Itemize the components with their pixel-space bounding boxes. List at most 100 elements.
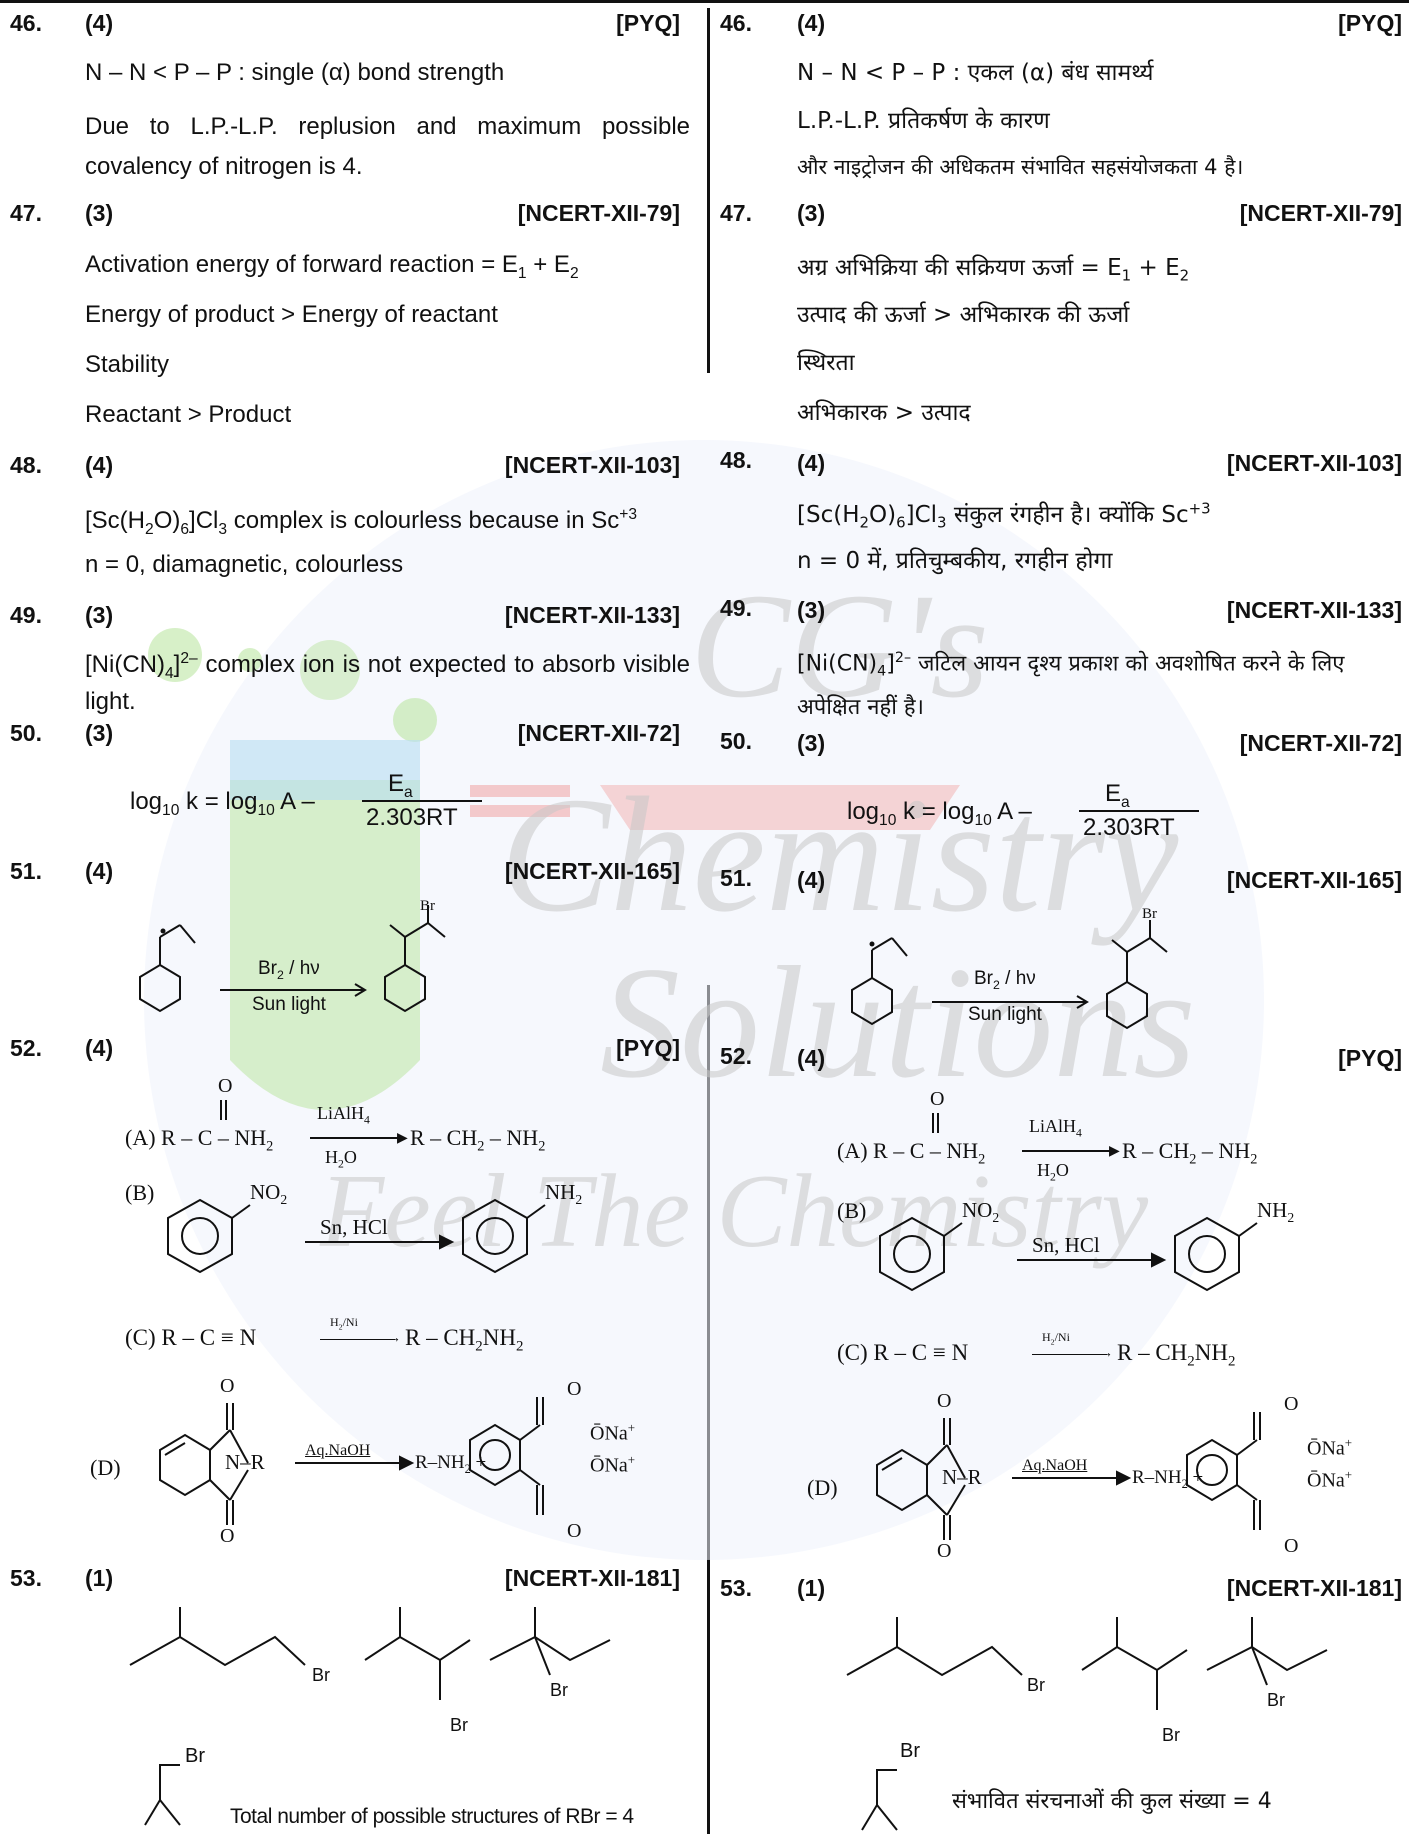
question-number: 50. [720, 728, 752, 754]
answer-option: (4) [85, 858, 114, 884]
nitrobenzene-reaction [879, 1216, 1258, 1292]
double-bond [220, 1100, 227, 1120]
arrowhead: ▶ [1109, 1144, 1120, 1159]
fraction-denominator: 2.303RT [1083, 814, 1175, 841]
question-number: 51. [720, 865, 752, 891]
imide-nr: N–R [225, 1450, 265, 1474]
bromine-label: Br [185, 1745, 205, 1767]
solution-line: अभिकारक > उत्पाद [797, 400, 971, 426]
source-tag: [NCERT-XII-79] [517, 200, 680, 226]
arrow-c [1032, 1354, 1107, 1355]
arrow-a [1022, 1150, 1117, 1152]
source-tag: [PYQ] [616, 10, 680, 36]
condition-label: Sun light [252, 994, 326, 1015]
arrow-a [310, 1137, 405, 1139]
answer-option: (4) [797, 867, 826, 893]
carboxylate-o-top: O [1284, 1393, 1299, 1415]
answer-option: (4) [85, 10, 114, 36]
imide-o-bottom: O [937, 1540, 952, 1562]
solution-line: L.P.-L.P. प्रतिकर्षण के कारण [797, 108, 1050, 134]
reaction-a: O (A) R – C – NH2 LiAlH4 ▶ H2O R – CH2 –… [125, 1075, 645, 1171]
fraction-bar [362, 800, 482, 802]
reagent-c: H2/Ni [330, 1315, 358, 1332]
bromine-label: Br [1142, 906, 1157, 922]
subscript: 1 [517, 264, 527, 282]
subscript: 4 [164, 664, 174, 682]
phthalimide-reaction [159, 1397, 544, 1525]
reactant-a: (A) R – C – NH2 [125, 1125, 274, 1155]
answer-option: (4) [797, 450, 826, 476]
solution-line: Due to L.P.-L.P. replusion and maximum p… [85, 113, 690, 180]
text: complex is colourless because in Sc [227, 507, 620, 534]
subscript: 2 [569, 264, 579, 282]
text: [Sc(H [85, 507, 145, 534]
arrowhead: → [1099, 1346, 1113, 1361]
answer-option: (3) [797, 730, 826, 756]
arrow-c [320, 1339, 395, 1340]
reactant-c: R – C ≡ N [161, 1325, 257, 1350]
imide-o-top: O [220, 1375, 235, 1397]
subscript: 2 [145, 520, 154, 538]
sodium-carboxylate-top: ŌNa+ [590, 1420, 636, 1445]
bromine-label: Br [312, 1665, 330, 1685]
reagent-b: Sn, HCl [320, 1215, 388, 1239]
column-divider-lower [707, 985, 710, 1834]
answer-option: (1) [797, 1575, 826, 1601]
carboxylate-o-top: O [567, 1378, 582, 1400]
complex-ion-line: [Ni(CN)4]2– जटिल आयन दृश्य प्रकाश को अवश… [797, 640, 1402, 726]
fraction-numerator: Ea [1105, 780, 1130, 811]
reagent-a: LiAlH4 [1029, 1116, 1082, 1140]
product-c: R – CH2NH2 [1117, 1340, 1236, 1370]
solution-line: N – N < P – P : single (α) bond strength [85, 59, 505, 86]
text: + E [526, 251, 570, 278]
fraction-numerator: Ea [388, 770, 413, 801]
solution-line: n = 0, diamagnetic, colourless [85, 551, 404, 578]
bromination-scheme [139, 905, 446, 1013]
text: O) [869, 502, 897, 528]
activation-energy-line: Activation energy of forward reaction = … [85, 250, 579, 289]
bromine-label: Br [900, 1740, 920, 1762]
source-tag: [NCERT-XII-165] [504, 858, 680, 884]
total-structures: Total number of possible structures of R… [230, 1805, 634, 1828]
english-column: 46. (4) [PYQ] N – N < P – P : single (α)… [0, 0, 700, 1834]
text: [Sc(H [797, 502, 860, 528]
reaction-b-label: (B) [125, 1180, 155, 1205]
solvent-a: H2O [325, 1147, 357, 1171]
answer-option: (1) [85, 1565, 114, 1591]
imide-nr: N–R [942, 1465, 982, 1489]
reaction-c: (C) R – C ≡ N H2/Ni → R – CH2NH2 [125, 1315, 625, 1355]
question-number: 47. [720, 200, 752, 226]
superscript: 2– [180, 650, 198, 667]
arrhenius-equation: log10 k = log10 A – Ea 2.303RT [847, 780, 1207, 845]
fraction-bar [1079, 810, 1199, 812]
text: ] [173, 651, 181, 678]
question-number: 49. [720, 595, 752, 621]
equation-lhs: log10 k = log10 A – [847, 798, 1032, 829]
source-tag: [NCERT-XII-103] [504, 452, 680, 478]
solution-line: N – N < P – P : एकल (α) बंध सामर्थ्य [797, 60, 1154, 86]
carboxylate-o-bottom: O [567, 1520, 582, 1542]
solution-line: Reactant > Product [85, 401, 292, 428]
label: (C) [837, 1340, 868, 1365]
sodium-carboxylate-top: ŌNa+ [1307, 1435, 1353, 1460]
total-structures: संभावित संरचनाओं की कुल संख्या = 4 [952, 1789, 1272, 1814]
column-divider-upper [707, 8, 710, 373]
answer-option: (3) [797, 200, 826, 226]
complex-ion-line: [Ni(CN)4]2– complex ion is not expected … [85, 645, 690, 716]
source-tag: [NCERT-XII-72] [1239, 730, 1402, 756]
top-rule [0, 0, 1409, 3]
bromine-label: Br [450, 1715, 468, 1735]
superscript: 2– [894, 650, 912, 666]
reaction-d-label: (D) [807, 1475, 838, 1500]
subscript: 2 [1179, 266, 1190, 285]
source-tag: [PYQ] [1338, 1045, 1402, 1071]
superscript: +3 [1188, 499, 1211, 518]
activation-energy-line: अग्र अभिक्रिया की सक्रियण ऊर्जा = E1 + E… [797, 250, 1189, 285]
bromination-scheme [851, 920, 1168, 1030]
text: O) [153, 507, 181, 534]
source-tag: [NCERT-XII-103] [1226, 450, 1402, 476]
reagent-c: H2/Ni [1042, 1330, 1070, 1347]
condition-label: Sun light [968, 1004, 1042, 1025]
question-number: 53. [10, 1565, 42, 1591]
text: संकुल रंगहीन है। क्योंकि Sc [946, 502, 1189, 528]
